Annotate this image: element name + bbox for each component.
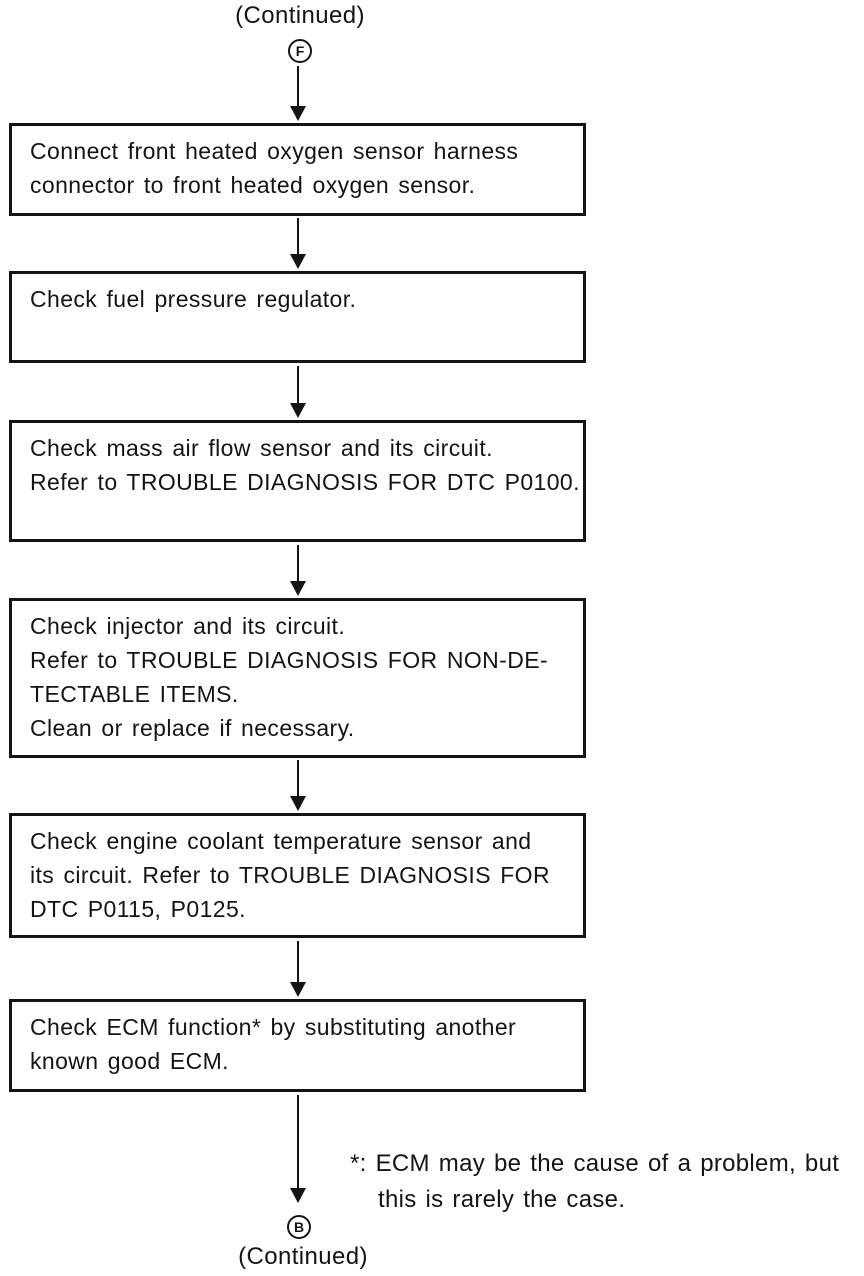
step-box-check-fuel-pressure-regulator: Check fuel pressure regulator. (9, 271, 586, 363)
step-text-line: Check injector and its circuit. (30, 613, 346, 639)
step-text-line: Connect front heated oxygen sensor harne… (30, 138, 519, 164)
arrow-shaft (297, 1095, 299, 1190)
step-text-line: Check mass air flow sensor and its circu… (30, 435, 493, 461)
continued-bottom-label: (Continued) (238, 1243, 368, 1270)
arrow-shaft (297, 66, 299, 108)
step-text-line: DTC P0115, P0125. (30, 896, 246, 922)
footnote-line-1: *: ECM may be the cause of a problem, bu… (350, 1146, 839, 1182)
connector-circle-b: B (287, 1215, 311, 1239)
arrow-down-icon (290, 760, 306, 811)
step-text-line: Refer to TROUBLE DIAGNOSIS FOR NON-DE- (30, 647, 549, 673)
connector-f-letter: F (295, 43, 305, 59)
arrow-down-icon (290, 545, 306, 596)
arrow-down-icon (290, 366, 306, 418)
footnote-text-1: ECM may be the cause of a problem, but (375, 1150, 840, 1177)
arrow-shaft (297, 760, 299, 798)
arrow-head (290, 982, 306, 997)
connector-circle-f: F (288, 39, 312, 63)
step-text-line: Refer to TROUBLE DIAGNOSIS FOR DTC P0100… (30, 469, 580, 495)
step-text-line: its circuit. Refer to TROUBLE DIAGNOSIS … (30, 862, 550, 888)
step-box-connect-oxygen-sensor: Connect front heated oxygen sensor harne… (9, 123, 586, 216)
arrow-down-icon (290, 1095, 306, 1203)
arrow-head (290, 106, 306, 121)
arrow-down-icon (290, 218, 306, 269)
ecm-footnote: *: ECM may be the cause of a problem, bu… (350, 1146, 839, 1218)
step-box-check-ecm-function: Check ECM function* by substituting anot… (9, 999, 586, 1092)
arrow-head (290, 581, 306, 596)
continued-top-label: (Continued) (235, 2, 365, 29)
footnote-marker: *: (350, 1150, 367, 1177)
step-box-check-coolant-temp-sensor: Check engine coolant temperature sensor … (9, 813, 586, 938)
connector-b-letter: B (293, 1219, 305, 1235)
step-text-line: connector to front heated oxygen sensor. (30, 172, 476, 198)
arrow-shaft (297, 545, 299, 583)
arrow-down-icon (290, 941, 306, 997)
step-text-line: Check ECM function* by substituting anot… (30, 1014, 517, 1040)
arrow-shaft (297, 941, 299, 984)
step-text-line: known good ECM. (30, 1048, 229, 1074)
footnote-line-2: this is rarely the case. (378, 1186, 626, 1213)
arrow-head (290, 796, 306, 811)
step-box-check-mass-air-flow-sensor: Check mass air flow sensor and its circu… (9, 420, 586, 542)
arrow-head (290, 1188, 306, 1203)
step-text-line: Check engine coolant temperature sensor … (30, 828, 532, 854)
step-text-line: Check fuel pressure regulator. (30, 286, 357, 312)
arrow-shaft (297, 218, 299, 256)
step-text-line: TECTABLE ITEMS. (30, 681, 239, 707)
arrow-down-icon (290, 66, 306, 121)
arrow-shaft (297, 366, 299, 405)
step-text-line: Clean or replace if necessary. (30, 715, 355, 741)
arrow-head (290, 254, 306, 269)
step-box-check-injector: Check injector and its circuit. Refer to… (9, 598, 586, 758)
arrow-head (290, 403, 306, 418)
